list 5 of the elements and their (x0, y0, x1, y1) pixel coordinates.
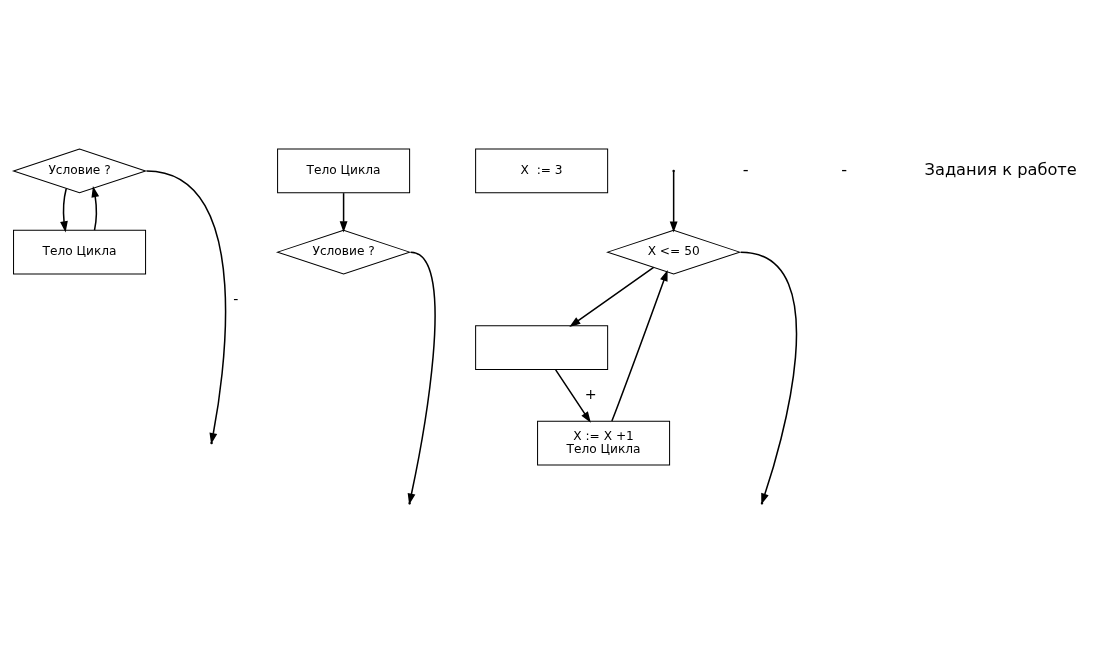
label: Задания к работе (924, 159, 1077, 179)
edge-label: - (233, 290, 239, 307)
edge-label: + (584, 385, 597, 402)
label: - (742, 159, 749, 179)
label: - (841, 159, 848, 179)
